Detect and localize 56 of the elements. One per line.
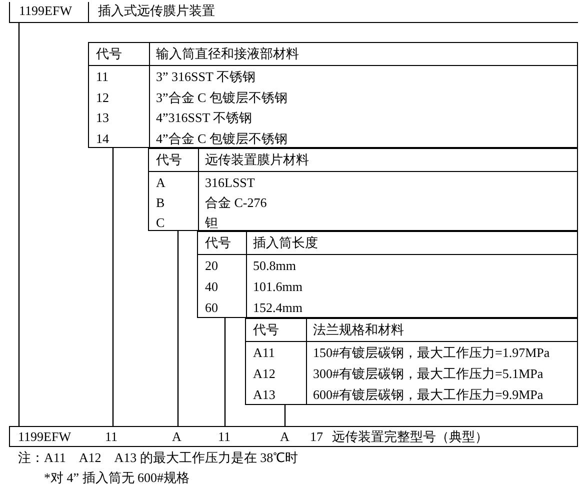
option-code: A11 (253, 345, 275, 361)
model-code: 11 (218, 427, 231, 446)
model-code: 11 (105, 427, 118, 446)
model-number: 1199EFW (19, 3, 72, 19)
option-description: 50.8mm (253, 258, 296, 274)
connector-line (18, 23, 20, 427)
option-code: C (156, 215, 165, 231)
model-code: A (280, 427, 290, 446)
option-code: 20 (205, 258, 218, 274)
option-description: 600#有镀层碳钢，最大工作压力=9.9MPa (313, 387, 544, 403)
option-description: 300#有镀层碳钢，最大工作压力=5.1MPa (313, 366, 544, 382)
option-description: 合金 C-276 (205, 195, 267, 211)
option-code: 60 (205, 300, 218, 316)
column-heading: 远传装置膜片材料 (205, 152, 309, 168)
option-description: 3” 316SST 不锈钢 (156, 69, 256, 85)
option-code: A13 (253, 387, 276, 403)
column-heading: 代号 (156, 152, 182, 168)
option-description: 4”316SST 不锈钢 (156, 110, 252, 126)
option-description: 钽 (205, 215, 218, 231)
option-table (245, 318, 578, 405)
option-table (197, 231, 578, 318)
column-heading: 代号 (253, 322, 279, 338)
option-code: B (156, 195, 165, 211)
connector-line (177, 231, 179, 427)
model-code: A (172, 427, 182, 446)
column-heading: 代号 (96, 46, 122, 62)
column-heading: 输入筒直径和接液部材料 (156, 46, 299, 62)
column-heading: 代号 (205, 235, 231, 251)
option-code: A12 (253, 366, 276, 382)
footnote: 注：A11 A12 A13 的最大工作压力是在 38℃时 (18, 450, 298, 466)
connector-line (112, 148, 114, 427)
option-description: 152.4mm (253, 300, 302, 316)
model-code: 1199EFW (18, 427, 71, 446)
column-heading: 法兰规格和材料 (313, 322, 404, 338)
option-table (148, 148, 578, 231)
description-text: 远传装置完整型号（典型） (332, 427, 488, 446)
connector-line (224, 318, 226, 427)
option-code: 13 (96, 110, 109, 126)
option-description: 3”合金 C 包镀层不锈钢 (156, 90, 288, 106)
option-table (88, 42, 578, 148)
title-bar (9, 2, 578, 23)
option-code: 11 (96, 69, 109, 85)
option-description: 4”合金 C 包镀层不锈钢 (156, 130, 288, 146)
option-description: 316LSST (205, 175, 255, 191)
option-code: A (156, 175, 166, 191)
option-description: 101.6mm (253, 279, 302, 295)
model-code-bar (9, 426, 578, 447)
model-code: 17 (310, 427, 323, 446)
title-text: 插入式远传膜片装置 (98, 3, 215, 19)
option-code: 14 (96, 130, 109, 146)
footnote: *对 4” 插入筒无 600#规格 (44, 470, 190, 486)
option-description: 150#有镀层碳钢，最大工作压力=1.97MPa (313, 345, 550, 361)
option-code: 12 (96, 90, 109, 106)
connector-line (284, 405, 286, 427)
column-heading: 插入筒长度 (253, 235, 318, 251)
option-code: 40 (205, 279, 218, 295)
